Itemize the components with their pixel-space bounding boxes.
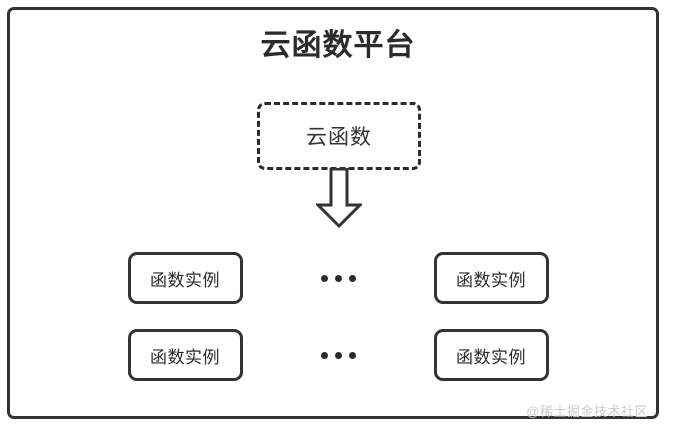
ellipsis-dot-icon (348, 274, 356, 282)
ellipsis-indicator (243, 252, 434, 304)
ellipsis-dot-icon (320, 274, 328, 282)
instance-row-2: 函数实例 函数实例 (0, 329, 676, 381)
ellipsis-dot-icon (334, 274, 342, 282)
function-instance-label: 函数实例 (456, 270, 526, 290)
function-instance-label: 函数实例 (150, 347, 220, 367)
page-title: 云函数平台 (260, 29, 416, 62)
function-instance-box: 函数实例 (433, 329, 549, 381)
watermark: @稀土掘金技术社区 (526, 404, 648, 419)
cloud-function-label: 云函数 (306, 126, 372, 149)
ellipsis-dot-icon (348, 351, 356, 359)
instance-row-1: 函数实例 函数实例 (0, 252, 676, 304)
ellipsis-indicator (243, 329, 434, 381)
ellipsis-dot-icon (320, 351, 328, 359)
function-instance-box: 函数实例 (433, 252, 549, 304)
ellipsis-dot-icon (334, 351, 342, 359)
cloud-function-node: 云函数 (257, 102, 421, 170)
function-instance-box: 函数实例 (127, 252, 243, 304)
function-instance-label: 函数实例 (456, 347, 526, 367)
function-instance-label: 函数实例 (150, 270, 220, 290)
down-arrow-icon (314, 167, 364, 229)
function-instance-box: 函数实例 (127, 329, 243, 381)
